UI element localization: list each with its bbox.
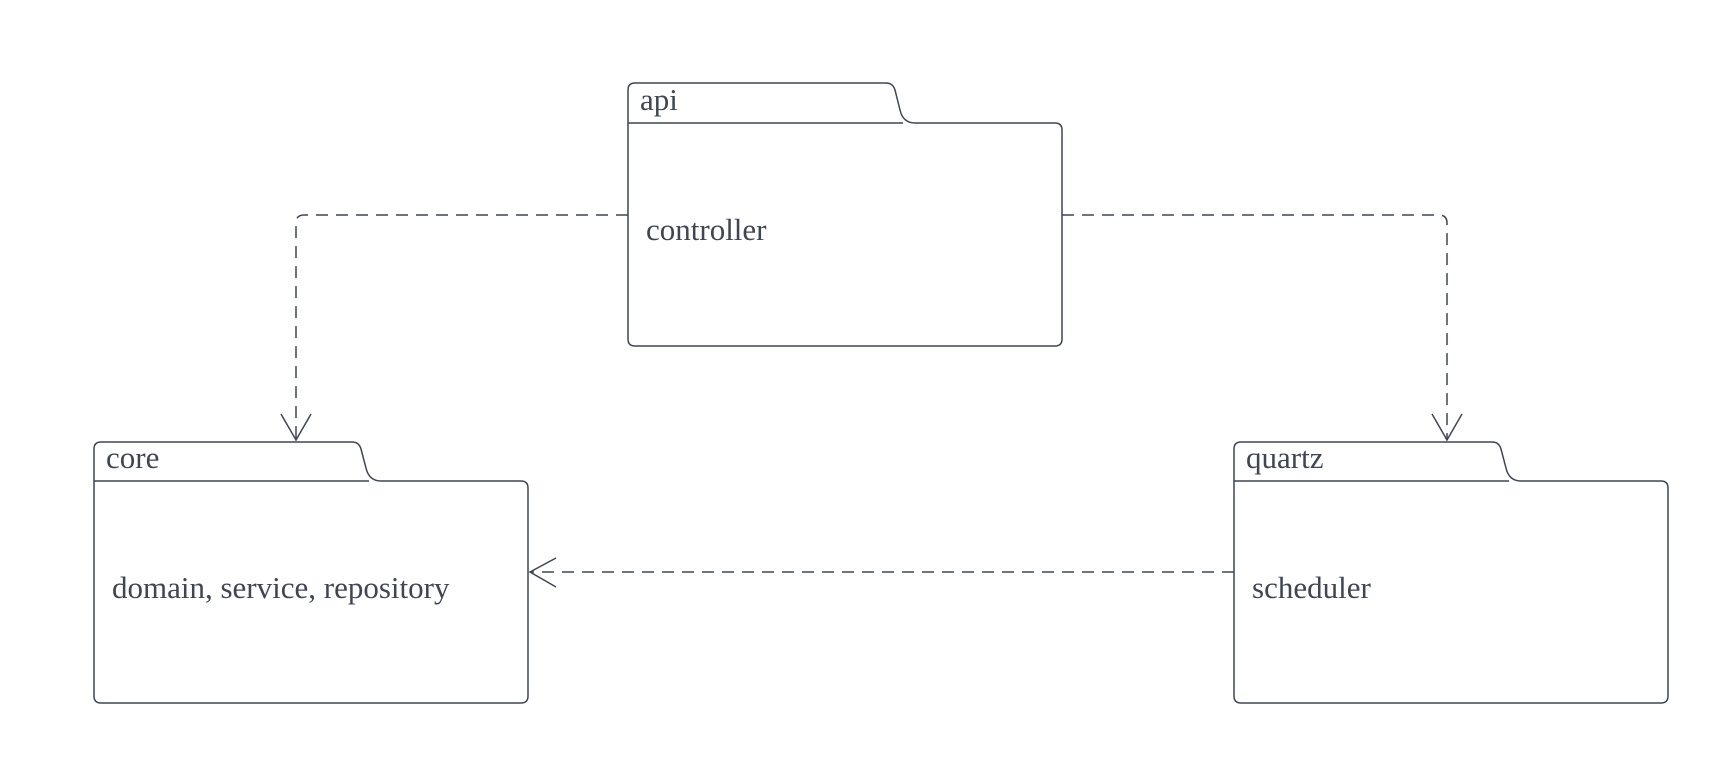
package-quartz[interactable]: quartz scheduler: [1233, 440, 1669, 704]
package-quartz-shape: [1233, 441, 1669, 704]
open-arrowhead: [280, 413, 312, 442]
package-core-name: core: [106, 440, 159, 475]
package-api[interactable]: api controller: [627, 82, 1063, 347]
package-api-name: api: [640, 82, 678, 117]
package-api-shape: [627, 82, 1063, 347]
package-quartz-name: quartz: [1246, 440, 1323, 475]
dependency-api-to-quartz: [1062, 214, 1463, 442]
open-arrowhead: [528, 557, 557, 588]
open-arrowhead: [1431, 413, 1463, 442]
package-quartz-contents: scheduler: [1252, 570, 1371, 605]
dependency-line: [1062, 214, 1448, 440]
package-api-contents: controller: [646, 212, 767, 247]
dependency-quartz-to-core: [528, 557, 1234, 588]
package-core-contents: domain, service, repository: [112, 570, 450, 605]
dependency-api-to-core: [280, 214, 628, 442]
dependency-line: [295, 214, 628, 440]
package-core-shape: [93, 441, 529, 704]
package-core[interactable]: core domain, service, repository: [93, 440, 529, 704]
